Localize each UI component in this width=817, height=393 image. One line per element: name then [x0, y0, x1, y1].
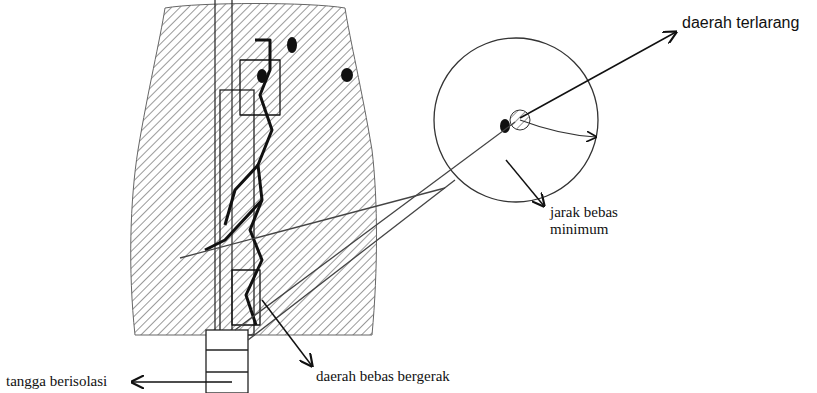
zone-label: daerah terlarang	[682, 14, 799, 32]
mark	[257, 69, 267, 83]
radius-line	[520, 120, 596, 137]
insulated-ladder	[206, 90, 254, 393]
leader-arrow	[132, 32, 676, 382]
clearance-circle	[434, 38, 598, 202]
mark	[287, 37, 297, 53]
mark	[500, 119, 510, 133]
zone-label: jarak bebas minimum	[550, 204, 650, 239]
mark	[341, 68, 353, 82]
worker-figure	[205, 40, 280, 325]
free-zone	[131, 4, 377, 336]
reach-line	[180, 122, 515, 340]
part-label: tangga berisolasi	[6, 373, 107, 390]
zone-label: daerah bebas bergerak	[316, 368, 450, 385]
